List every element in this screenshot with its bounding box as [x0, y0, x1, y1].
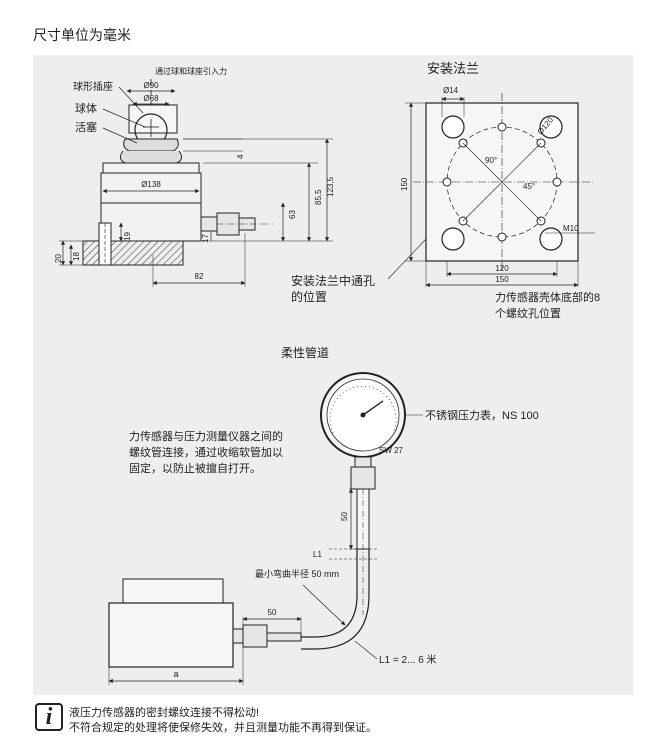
page-title: 尺寸单位为毫米: [33, 27, 131, 43]
dim-h63: 63: [288, 210, 297, 219]
dim-d138: Ø138: [141, 180, 161, 189]
dim-w82: 82: [195, 272, 204, 281]
length-label: L1 = 2... 6 米: [379, 653, 437, 666]
dim-h50: 50: [268, 608, 277, 617]
dim-h123-5: 123,5: [326, 176, 335, 197]
bend-radius-label: 最小弯曲半径 50 mm: [255, 568, 339, 579]
description-line-2: 螺纹管连接，通过收缩软管加以: [129, 445, 283, 459]
force-label: 通过球和球座引入力: [155, 66, 227, 76]
technical-drawing-panel: 通过球和球座引入力 球形插座 球体 活塞 Ø90 Ø68: [33, 55, 633, 695]
dim-d90: Ø90: [143, 81, 159, 90]
dim-h19: 19: [123, 232, 132, 241]
dim-h4: 4: [236, 154, 245, 159]
dim-w150: 150: [495, 275, 509, 284]
dim-w120: 120: [495, 264, 509, 273]
dim-h20: 20: [54, 254, 63, 263]
flange-title: 安装法兰: [427, 61, 479, 76]
angle-90: 90°: [485, 156, 497, 165]
dim-a: a: [173, 669, 178, 679]
dim-h17: 17: [201, 234, 210, 243]
hose-gauge-view: 柔性管道 不锈钢压力表，NS 100 SW 27 50 L1 最小弯曲半径 50…: [108, 345, 539, 685]
caption-through-holes-2: 的位置: [291, 289, 327, 304]
label-ball: 球体: [75, 101, 97, 115]
description-line-1: 力传感器与压力测量仪器之间的: [129, 429, 283, 443]
gauge-label: 不锈钢压力表，NS 100: [425, 408, 539, 422]
dim-h150: 150: [400, 177, 409, 191]
description-line-3: 固定，以防止被擅自打开。: [129, 461, 261, 475]
caption-threaded-holes-1: 力传感器壳体底部的8: [495, 290, 600, 304]
angle-45: 45°: [523, 182, 535, 191]
warning-note: i 液压力传感器的密封螺纹连接不得松动! 不符合规定的处理将使保修失效，并且测量…: [33, 702, 633, 736]
caption-threaded-holes-2: 个螺纹孔位置: [495, 306, 561, 320]
dim-h18: 18: [72, 252, 81, 261]
dim-l1: L1: [313, 550, 322, 559]
mounting-flange-view: 安装法兰 90° 45° Ø120 Ø14 150 M10: [291, 61, 600, 320]
dim-d14: Ø14: [443, 86, 459, 95]
dim-m10: M10: [563, 224, 579, 233]
note-line-1: 液压力传感器的密封螺纹连接不得松动!: [69, 707, 260, 719]
load-cell-side-view: 通过球和球座引入力 球形插座 球体 活塞 Ø90 Ø68: [54, 66, 335, 287]
caption-through-holes-1: 安装法兰中通孔: [291, 273, 375, 288]
hose-title: 柔性管道: [281, 345, 329, 360]
sw-label: SW 27: [379, 446, 404, 455]
dim-d68: Ø68: [143, 94, 159, 103]
note-line-2: 不符合规定的处理将使保修失效，并且测量功能不再得到保证。: [69, 722, 377, 734]
label-ball-socket: 球形插座: [73, 80, 113, 93]
label-piston: 活塞: [75, 120, 97, 134]
dim-h85-5: 85,5: [314, 189, 323, 205]
info-icon: i: [35, 703, 63, 731]
dim-v50: 50: [340, 512, 349, 521]
